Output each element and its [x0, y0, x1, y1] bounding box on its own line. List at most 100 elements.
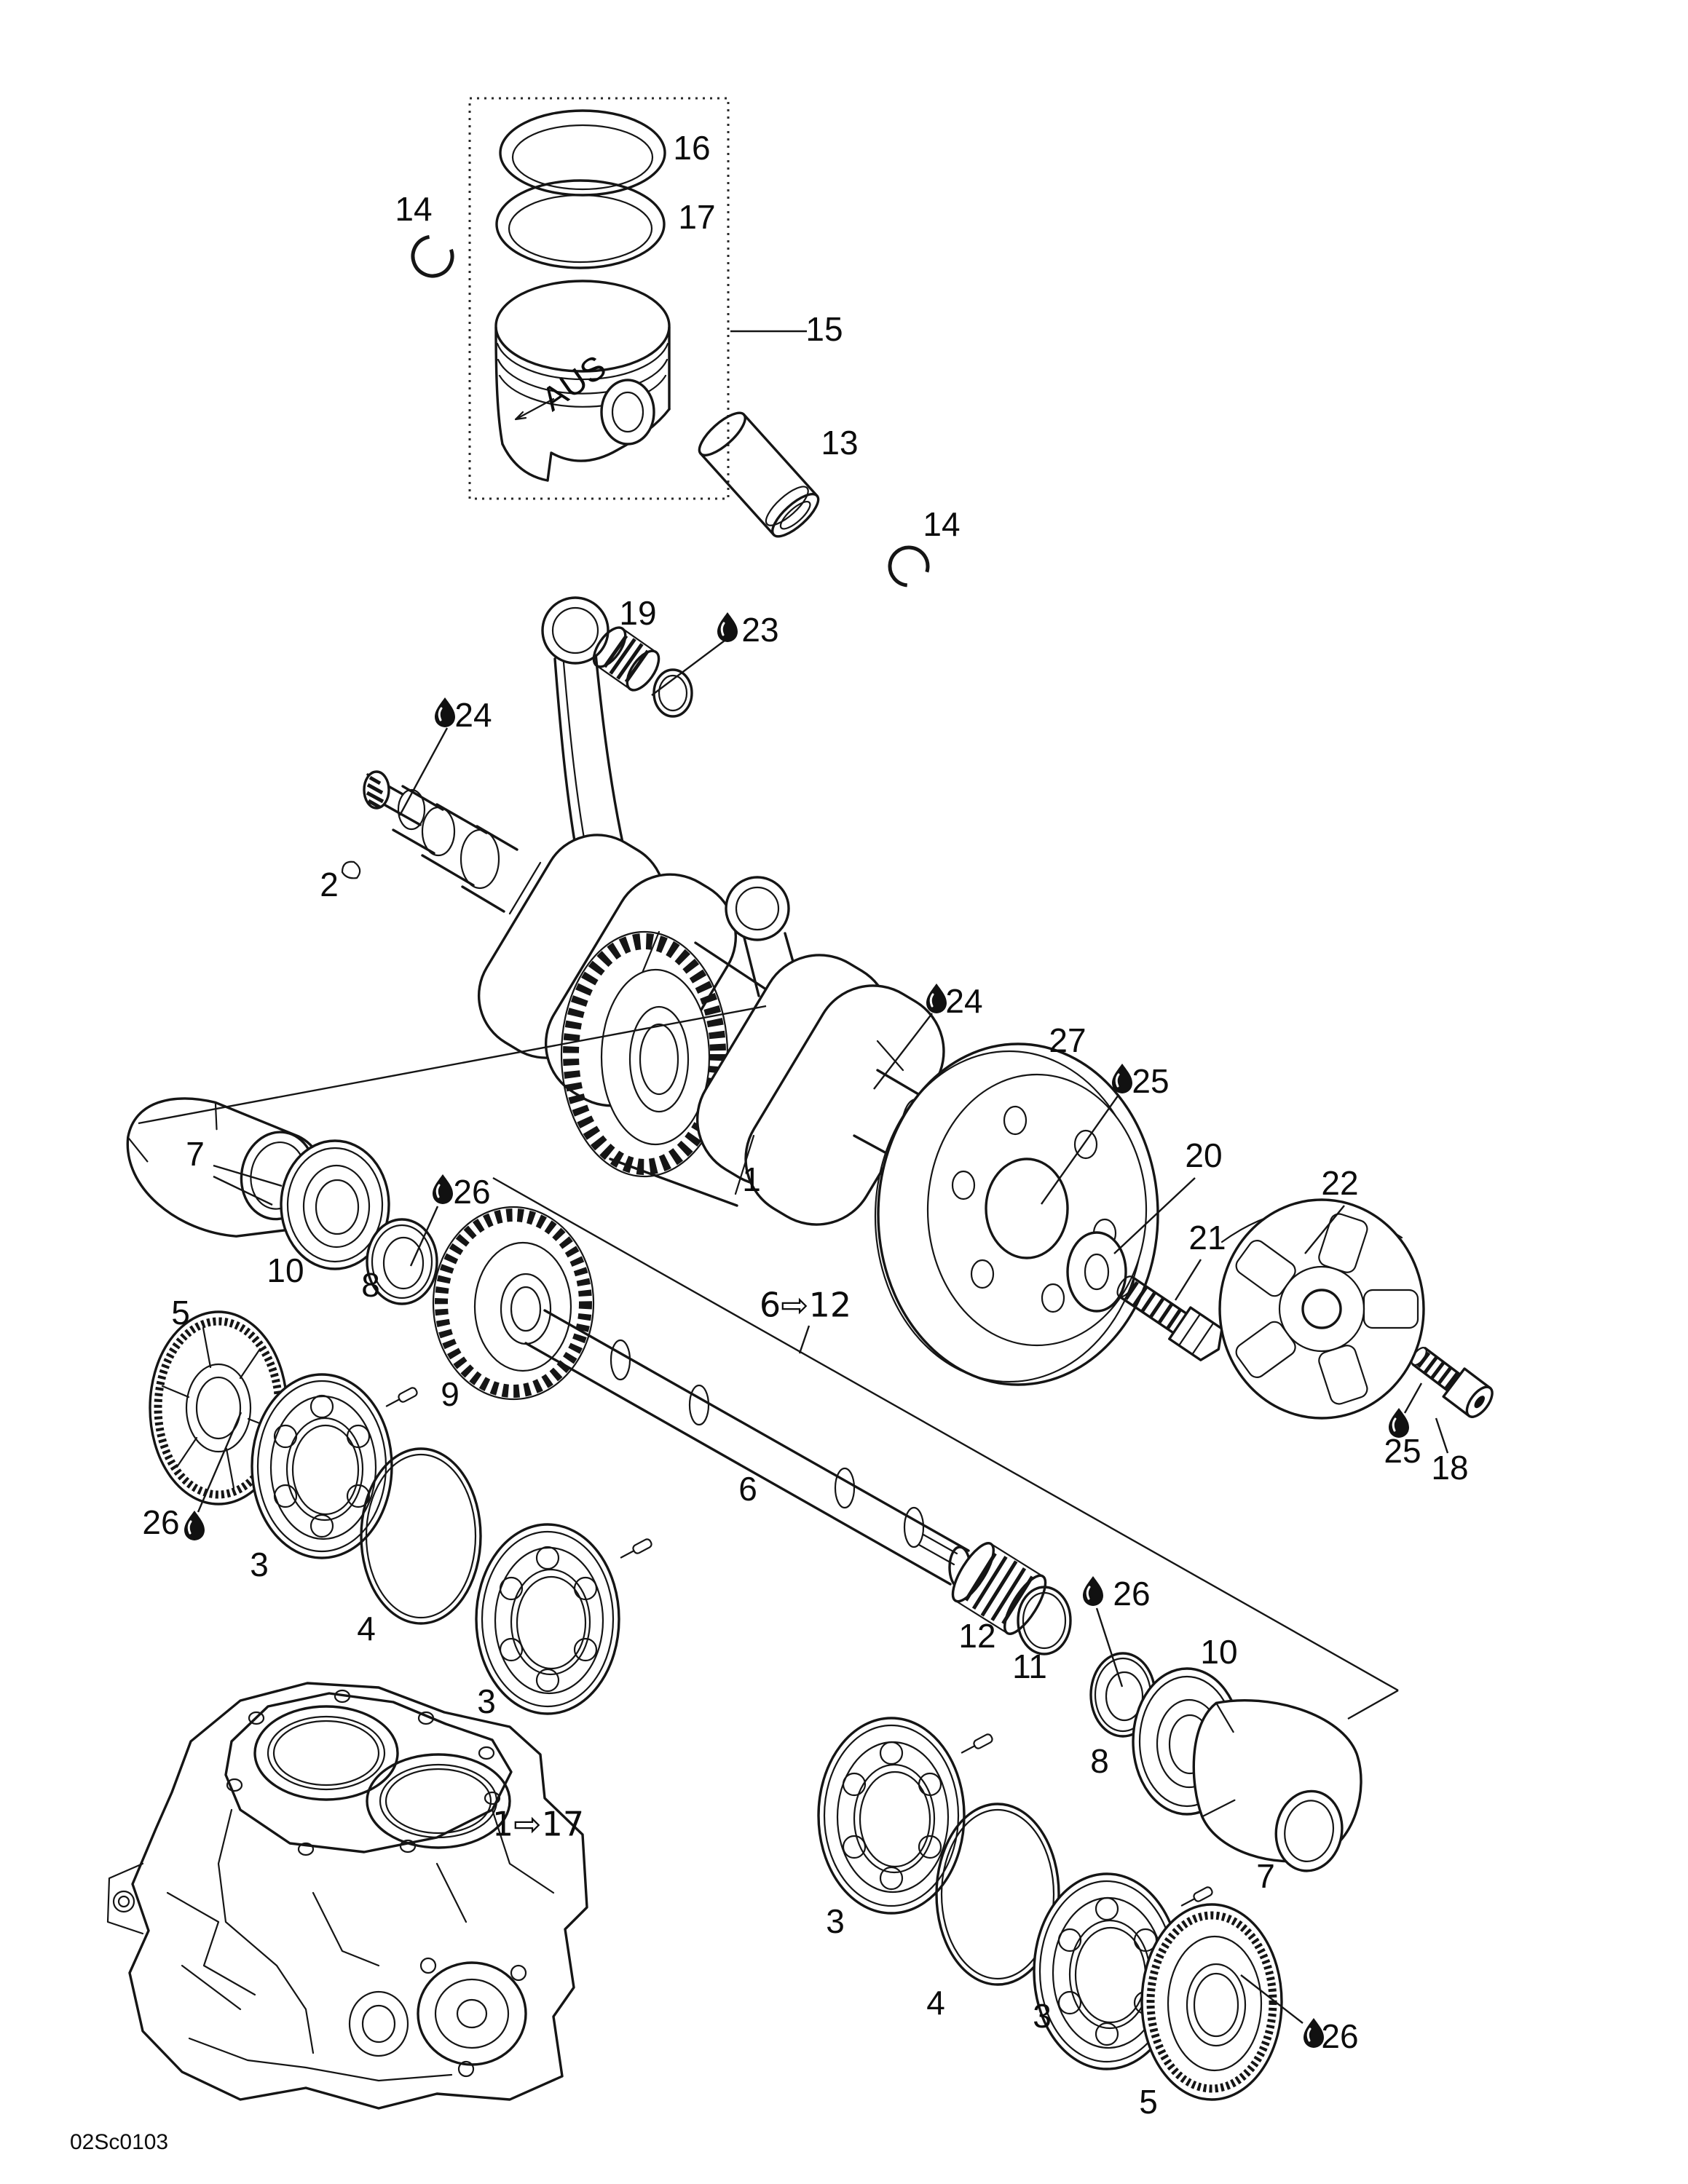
ring-11-art [1017, 1586, 1072, 1655]
flywheel-27-art [874, 1042, 1159, 1386]
part-label-12: 12 [958, 1617, 995, 1655]
key-2-art [341, 860, 361, 879]
oil-droplet-icon [1304, 2018, 1324, 2048]
figure-code: 02Sc0103 [70, 2130, 168, 2154]
part-label-5: 5 [1139, 2083, 1158, 2121]
leader-line [1347, 1689, 1399, 1720]
part-label-21: 21 [1188, 1219, 1226, 1257]
seal-5-right-art [1140, 1903, 1283, 2101]
leader-line [138, 1005, 767, 1125]
oil-droplet-icon [435, 697, 455, 727]
part-label-26: 26 [453, 1173, 490, 1211]
part-label-1: 1 [742, 1160, 761, 1198]
counterweight-7-lower-art [1192, 1699, 1362, 1872]
leader-line [798, 1325, 811, 1354]
oil-droplet-icon [1389, 1408, 1409, 1438]
leader-line [873, 1013, 933, 1090]
part-label-3: 3 [1033, 1997, 1052, 2035]
part-label-8: 8 [1090, 1742, 1109, 1780]
part-label-14: 14 [395, 190, 432, 228]
part-label-20: 20 [1185, 1136, 1222, 1174]
part-label-7: 7 [186, 1135, 205, 1173]
leader-line [1113, 1177, 1196, 1254]
needle-bearing-19-art [592, 626, 693, 718]
part-label-25: 25 [1384, 1432, 1421, 1470]
crankshaft-1-art [363, 596, 958, 1226]
part-label-6-12: 6⇨12 [760, 1286, 851, 1325]
part-label-19: 19 [619, 594, 656, 632]
piston-ring-16-art [499, 109, 666, 197]
part-label-24: 24 [945, 982, 982, 1020]
part-label-6: 6 [738, 1470, 757, 1508]
part-label-17: 17 [678, 198, 715, 236]
oil-droplet-icon [926, 984, 947, 1013]
bearing-10-upper-art [280, 1139, 390, 1270]
leader-line [651, 640, 725, 696]
part-label-10: 10 [267, 1251, 304, 1289]
oil-droplet-icon [717, 612, 738, 642]
part-label-25: 25 [1132, 1062, 1169, 1100]
part-label-4: 4 [926, 1984, 945, 2022]
washer-20-art [1066, 1231, 1127, 1313]
part-label-2: 2 [320, 866, 339, 903]
part-label-7: 7 [1256, 1857, 1275, 1895]
leader-line [1304, 1205, 1345, 1254]
part-label-4: 4 [357, 1610, 376, 1647]
bearing-3-left-b-art [475, 1523, 652, 1715]
part-label-15: 15 [805, 310, 843, 348]
bearing-3-right-a-art [817, 1717, 993, 1915]
leader-line [213, 1175, 273, 1206]
part-label-18: 18 [1431, 1449, 1468, 1487]
seal-8-upper-art [366, 1218, 438, 1305]
leader-line [1403, 1382, 1423, 1414]
oil-droplet-icon [1112, 1064, 1132, 1093]
oil-droplet-icon [433, 1174, 453, 1204]
oil-droplet-icon [184, 1511, 205, 1540]
part-label-5: 5 [171, 1294, 190, 1332]
part-label-3: 3 [477, 1682, 496, 1720]
bolt-21-art [1116, 1275, 1223, 1361]
part-label-22: 22 [1321, 1164, 1358, 1202]
piston-pin-13-art [698, 411, 820, 538]
leader-line [492, 1176, 1399, 1692]
leader-line [197, 1412, 242, 1513]
balance-gear-9-art [432, 1206, 595, 1401]
leader-line [1240, 1974, 1304, 2024]
part-label-8: 8 [361, 1266, 380, 1304]
leader-line [1435, 1417, 1449, 1454]
part-label-3: 3 [826, 1902, 845, 1940]
circlip-14-left-art [411, 234, 454, 278]
piston-box [468, 97, 730, 500]
part-label-24: 24 [454, 696, 492, 734]
leader-line [1095, 1607, 1124, 1688]
part-label-27: 27 [1049, 1021, 1086, 1059]
part-label-26: 26 [142, 1503, 179, 1541]
oil-droplet-icon [1083, 1576, 1103, 1606]
circlip-14-right-art [888, 545, 930, 587]
piston-ring-17-art [495, 179, 666, 269]
part-label-16: 16 [673, 129, 710, 167]
leader-line [1041, 1094, 1119, 1205]
part-label-26: 26 [1113, 1575, 1150, 1613]
part-label-9: 9 [441, 1375, 460, 1413]
o-ring-4-left-art [360, 1447, 482, 1625]
part-label-11: 11 [1012, 1647, 1047, 1685]
engine-block-art [106, 1682, 588, 2110]
coupler-22-art [1218, 1198, 1425, 1420]
part-label-26: 26 [1321, 2017, 1358, 2055]
part-label-1-17: 1⇨17 [492, 1805, 584, 1844]
part-label-3: 3 [250, 1546, 269, 1583]
leader-line [409, 1206, 439, 1267]
piston-15-art [494, 280, 671, 482]
part-label-13: 13 [821, 424, 858, 462]
part-label-23: 23 [741, 611, 778, 649]
part-label-14: 14 [923, 505, 960, 543]
leader-line [1174, 1259, 1202, 1301]
part-label-10: 10 [1200, 1633, 1237, 1671]
leader-line [213, 1164, 283, 1187]
balance-shaft-6-art [524, 1309, 971, 1589]
leader-line [398, 727, 449, 816]
